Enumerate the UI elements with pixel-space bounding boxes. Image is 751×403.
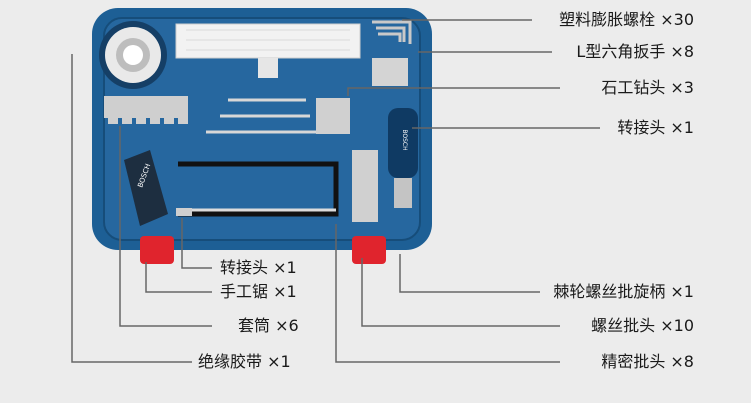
- sockets: [104, 96, 188, 124]
- ratchet-screwdriver: BOSCH: [388, 108, 418, 208]
- label-sockets: 套筒 ×6: [238, 316, 299, 335]
- label-wall-plugs: 塑料膨胀螺栓 ×30: [559, 10, 694, 29]
- insulating-tape: [99, 21, 167, 89]
- bit-set: [316, 98, 378, 222]
- label-adapter-right: 转接头 ×1: [617, 118, 694, 137]
- label-precision-bits: 精密批头 ×8: [601, 352, 694, 371]
- label-adapter-left: 转接头 ×1: [220, 258, 297, 277]
- label-drill-bits: 石工钻头 ×3: [601, 78, 694, 97]
- svg-text:BOSCH: BOSCH: [401, 129, 408, 150]
- label-ratchet-handle: 棘轮螺丝批旋柄 ×1: [553, 282, 694, 301]
- case-inner-tray: [103, 17, 421, 241]
- hand-saw: BOSCH: [124, 150, 339, 226]
- wall-plugs: [175, 23, 361, 78]
- hex-keys: [372, 20, 412, 86]
- bit-adapter: [176, 208, 192, 216]
- label-hand-saw: 手工锯 ×1: [220, 282, 297, 301]
- latch-right: [352, 236, 386, 264]
- label-insulating-tape: 绝缘胶带 ×1: [198, 352, 291, 371]
- label-hex-keys: L型六角扳手 ×8: [576, 42, 694, 61]
- leader-lines: [71, 19, 600, 363]
- latch-left: [140, 236, 174, 264]
- masonry-drill-bits: [206, 98, 316, 134]
- label-screwdriver-bits: 螺丝批头 ×10: [591, 316, 694, 335]
